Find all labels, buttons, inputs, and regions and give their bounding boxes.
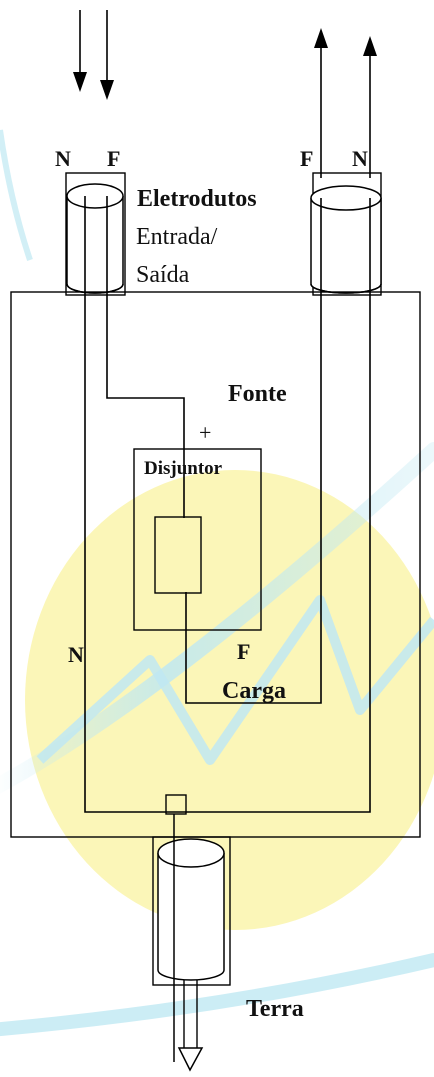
label-in-n: N <box>55 146 71 171</box>
watermark-swoosh-3 <box>0 953 434 1037</box>
conduits-title: Eletrodutos <box>137 186 257 212</box>
label-out-n: N <box>352 146 368 171</box>
watermark-swoosh-4 <box>0 129 33 261</box>
phase-wire-in <box>106 196 185 518</box>
arrow-down-icon <box>73 10 114 100</box>
watermark-swoosh-2 <box>36 595 434 765</box>
ground-conduit-frame <box>152 836 231 986</box>
breaker-label: Disjuntor <box>144 458 223 479</box>
breaker-switch <box>154 516 202 594</box>
breaker-frame <box>133 448 262 631</box>
cylinder-icon <box>66 183 382 294</box>
ground-junction <box>165 794 187 815</box>
conduits-out: Saída <box>136 262 190 288</box>
watermark-sun <box>25 470 434 930</box>
conduits-in: Entrada/ <box>136 224 218 250</box>
ground-label: Terra <box>246 996 304 1022</box>
conduit-in-frame <box>65 172 126 296</box>
ground-rod-icon <box>157 814 225 1072</box>
neutral-wire <box>84 196 371 813</box>
phase-label: F <box>237 639 250 664</box>
label-in-f: F <box>107 146 120 171</box>
neutral-label: N <box>68 642 84 667</box>
phase-wire-out <box>185 198 322 704</box>
load-label: Carga <box>222 678 286 704</box>
label-out-f: F <box>300 146 313 171</box>
source-label: Fonte <box>228 381 287 407</box>
arrow-up-icon <box>314 28 377 178</box>
plus-sign: + <box>199 420 211 445</box>
